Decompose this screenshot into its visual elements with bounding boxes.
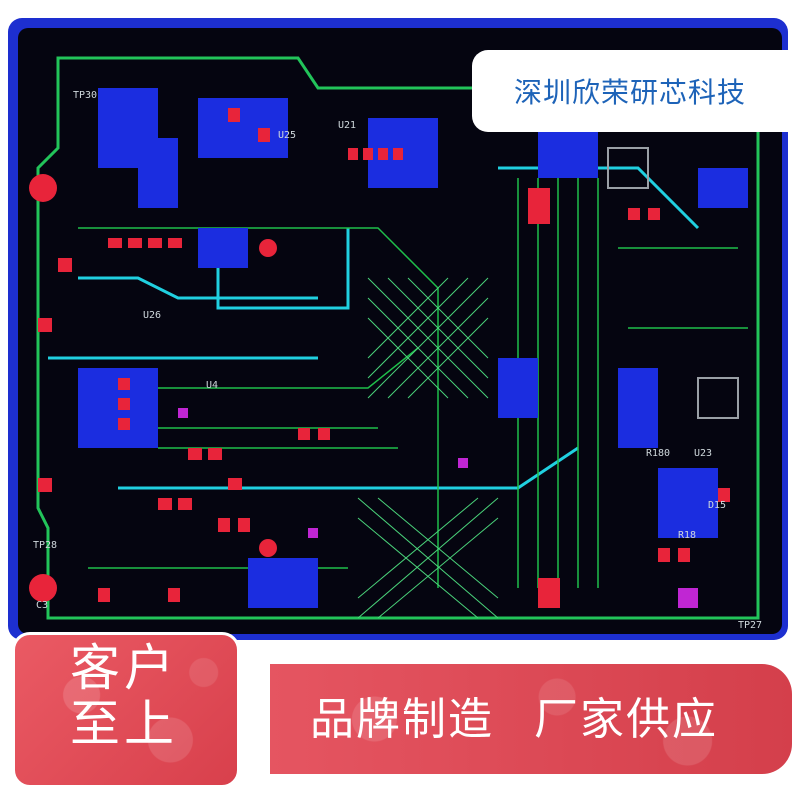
company-name-banner: 深圳欣荣研芯科技 xyxy=(472,50,788,132)
silkscreen-labels: TP30 TP28 TP27 U26 U25 U21 U23 U4 R180 D… xyxy=(33,90,762,631)
label-r18: R18 xyxy=(678,530,696,541)
label-tp30: TP30 xyxy=(73,90,97,101)
slogan-box-left xyxy=(12,632,240,788)
slogan-brand-manufacturing: 品牌制造 xyxy=(310,694,494,745)
ground-pads xyxy=(29,174,277,602)
magenta-components xyxy=(178,408,698,608)
label-u21: U21 xyxy=(338,120,356,131)
tactile-switches xyxy=(607,147,739,419)
board-outline xyxy=(36,56,760,620)
slogan-box-right xyxy=(270,664,792,774)
label-c3: C3 xyxy=(36,600,48,611)
slogan-left-line2: 至上 xyxy=(70,695,178,753)
label-tp27: TP27 xyxy=(738,620,762,631)
slogan-left: 客户 至上 xyxy=(70,640,178,752)
slogan-factory-supply: 厂家供应 xyxy=(534,694,718,745)
red-pads xyxy=(38,108,730,608)
label-u26: U26 xyxy=(143,310,161,321)
label-r180: R180 xyxy=(646,448,670,459)
label-u23: U23 xyxy=(694,448,712,459)
label-u4: U4 xyxy=(206,380,218,391)
label-u25: U25 xyxy=(278,130,296,141)
bga-mesh xyxy=(357,277,499,619)
label-d15: D15 xyxy=(708,500,726,511)
slogan-left-line1: 客户 xyxy=(70,639,178,697)
slogan-right: 品牌制造厂家供应 xyxy=(310,690,780,750)
label-tp28: TP28 xyxy=(33,540,57,551)
company-name: 深圳欣荣研芯科技 xyxy=(513,76,746,109)
pcb-drawing: TP30 TP28 TP27 U26 U25 U21 U23 U4 R180 D… xyxy=(29,56,762,631)
